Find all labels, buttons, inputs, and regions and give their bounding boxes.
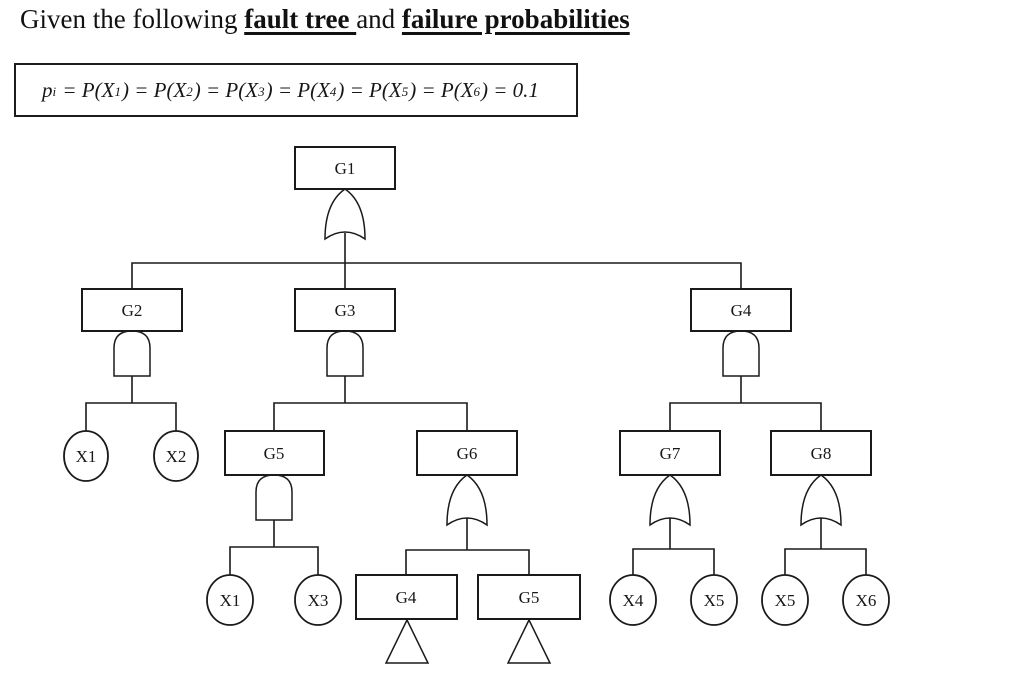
node-label-g8: G8 xyxy=(811,444,832,463)
connector-line xyxy=(273,402,468,431)
connectors xyxy=(85,233,867,577)
transfer-icon-g4 xyxy=(384,618,430,664)
node-label-x1a: X1 xyxy=(76,447,97,466)
basic-event-circle-x2 xyxy=(153,430,199,482)
basic-event-circle-x5a xyxy=(690,574,738,626)
transfer-icon-g5 xyxy=(506,618,552,664)
formula-part: ) = 0.1 xyxy=(481,77,539,102)
node-box-g6 xyxy=(416,430,518,476)
basic-event-circle-x1a xyxy=(63,430,109,482)
transfer-symbols xyxy=(384,618,552,664)
basic-events xyxy=(63,430,890,626)
connector-line xyxy=(669,402,822,431)
and-gate-icon-g5 xyxy=(255,474,293,521)
node-box-transfer-g4 xyxy=(355,574,458,620)
node-label-g3: G3 xyxy=(335,301,356,320)
node-label-g4: G4 xyxy=(731,301,752,320)
basic-event-circle-x6 xyxy=(842,574,890,626)
node-box-g8 xyxy=(770,430,872,476)
formula-part: ) = P(X xyxy=(265,77,330,102)
event-boxes xyxy=(81,146,872,620)
node-label-x3: X3 xyxy=(308,591,329,610)
connector-line xyxy=(405,549,530,575)
title-fault-tree: fault tree xyxy=(244,4,357,34)
node-box-g3 xyxy=(294,288,396,332)
node-label-g7: G7 xyxy=(660,444,681,463)
or-gate-icon-g1 xyxy=(324,188,366,241)
and-gate-icon-g4 xyxy=(722,330,760,377)
formula-part: ) = P(X xyxy=(121,77,187,102)
title-text-2: and xyxy=(356,4,402,34)
node-box-g7 xyxy=(619,430,721,476)
title-text-1: Given the following xyxy=(20,4,245,34)
node-box-g5 xyxy=(224,430,325,476)
connector-line xyxy=(131,262,742,289)
or-gate-icon-g7 xyxy=(649,474,691,527)
node-label-g5: G5 xyxy=(264,444,285,463)
basic-event-circle-x4 xyxy=(609,574,657,626)
or-gate-icon-g8 xyxy=(800,474,842,527)
node-label-x4: X4 xyxy=(623,591,644,610)
node-label-transfer-g5: G5 xyxy=(519,588,540,607)
connector-line xyxy=(632,548,715,577)
basic-event-circle-x5b xyxy=(761,574,809,626)
node-label-x5b: X5 xyxy=(775,591,796,610)
node-label-x1b: X1 xyxy=(220,591,241,610)
node-box-transfer-g5 xyxy=(477,574,581,620)
node-box-g1 xyxy=(294,146,396,190)
node-label-g1: G1 xyxy=(335,159,356,178)
basic-event-circle-x1b xyxy=(206,574,254,626)
node-label-x5a: X5 xyxy=(704,591,725,610)
page-title: Given the following fault tree and failu… xyxy=(20,4,630,35)
node-label-g6: G6 xyxy=(457,444,478,463)
node-label-x2: X2 xyxy=(166,447,187,466)
and-gate-icon-g3 xyxy=(326,330,364,377)
and-gate-icon-g2 xyxy=(113,330,151,377)
formula-part: p xyxy=(42,77,53,102)
formula-part: ) = P(X xyxy=(409,77,474,102)
formula-part: ) = P(X xyxy=(337,77,402,102)
title-failure-probabilities: failure probabilities xyxy=(401,4,630,34)
node-box-g4 xyxy=(690,288,792,332)
logic-gates xyxy=(113,188,842,527)
connector-line xyxy=(784,548,867,577)
connector-line xyxy=(85,402,177,433)
or-gate-icon-g6 xyxy=(446,474,488,527)
node-label-transfer-g4: G4 xyxy=(396,588,417,607)
formula-part: = P(X xyxy=(57,77,115,102)
formula-part: ) = P(X xyxy=(193,77,259,102)
node-label-x6: X6 xyxy=(856,591,877,610)
basic-event-circle-x3 xyxy=(294,574,342,626)
node-labels: G1 G2 G3 G4 G5 G6 G7 G8 G4 G5 X1 X2 X1 X… xyxy=(76,159,877,610)
connector-line xyxy=(229,546,319,577)
node-label-g2: G2 xyxy=(122,301,143,320)
node-box-g2 xyxy=(81,288,183,332)
